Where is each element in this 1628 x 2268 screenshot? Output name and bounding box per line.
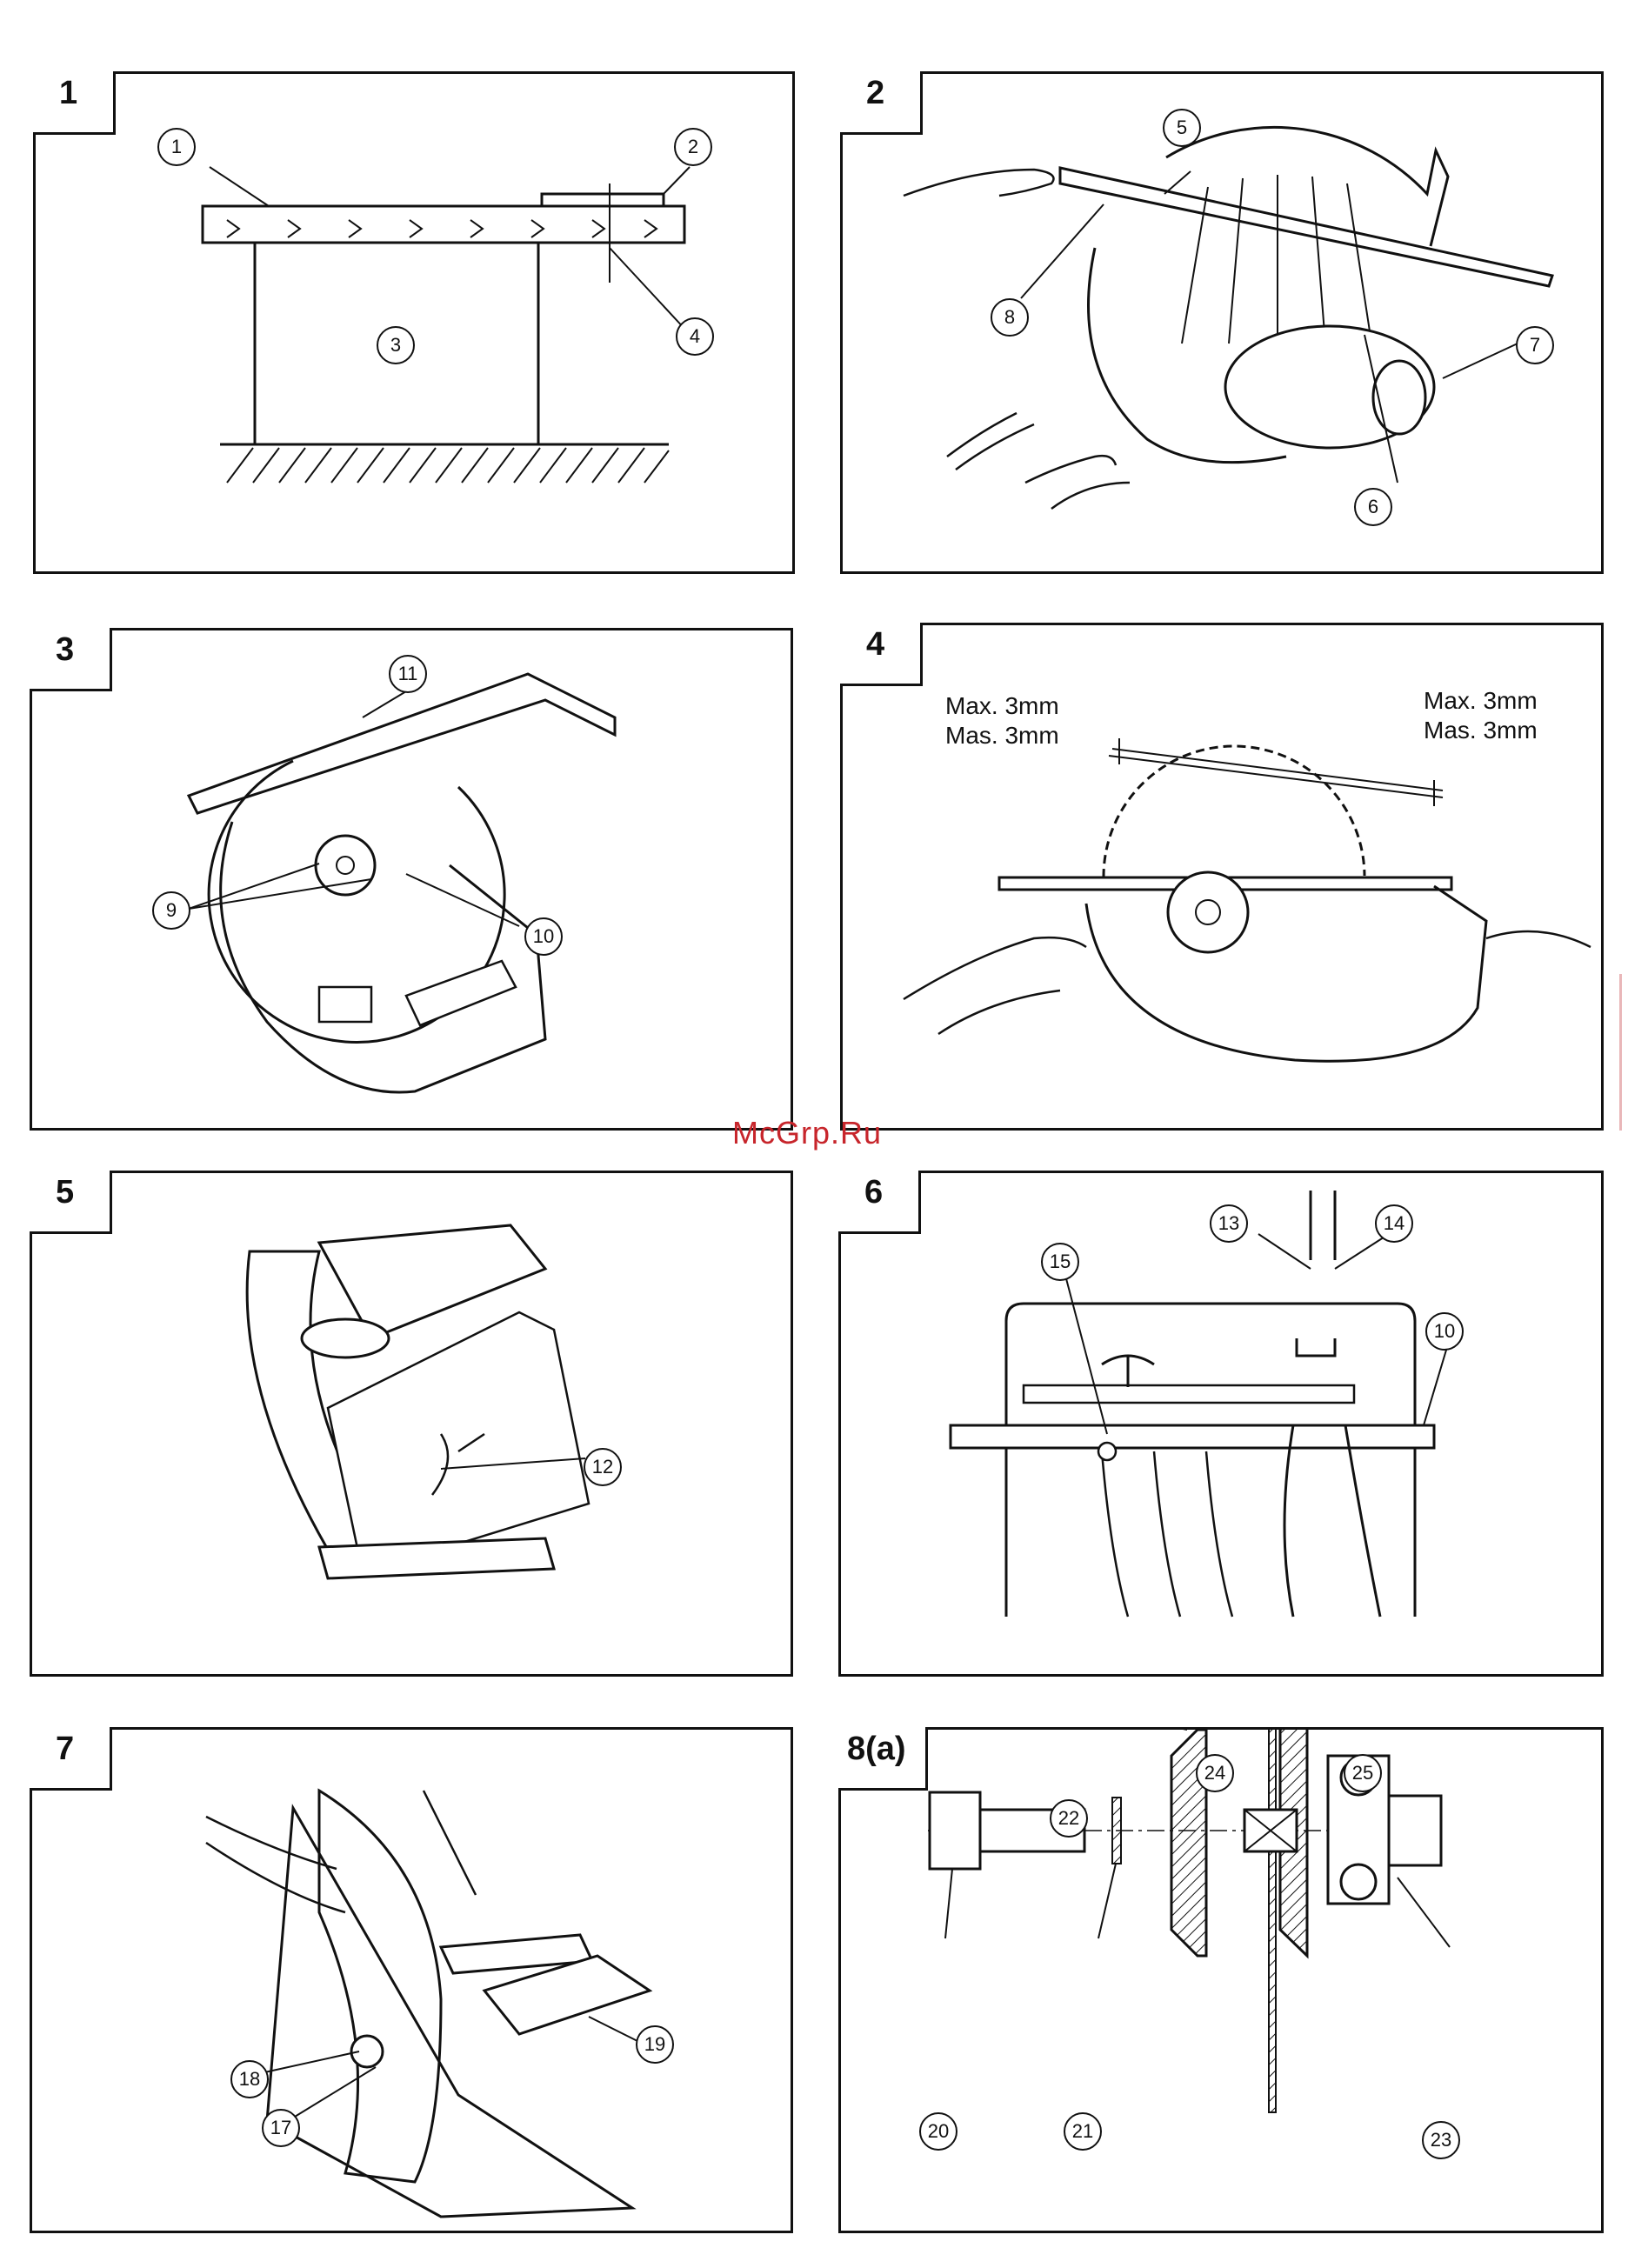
callout-13: 13 (1210, 1204, 1248, 1243)
callout-25: 25 (1344, 1754, 1382, 1792)
callout-10: 10 (1425, 1312, 1464, 1351)
callout-14: 14 (1375, 1204, 1413, 1243)
saw-assembly-illustration (843, 74, 1601, 571)
blade-change-illustration (32, 1730, 791, 2231)
callout-24: 24 (1196, 1754, 1234, 1792)
callout-4: 4 (676, 317, 714, 356)
figure-7-panel: 7 17 18 19 (30, 1727, 793, 2233)
page-edge-mark (1619, 974, 1622, 1131)
callout-2: 2 (674, 128, 712, 166)
figure-3-panel: 3 9 10 11 (30, 628, 793, 1131)
figure-5-panel: 5 12 (30, 1171, 793, 1677)
callout-19: 19 (636, 2025, 674, 2064)
callout-20: 20 (919, 2112, 957, 2151)
figure-6-panel: 6 13 14 15 10 (838, 1171, 1604, 1677)
bevel-adjust-illustration (32, 1173, 791, 1674)
callout-21: 21 (1064, 2112, 1102, 2151)
callout-8: 8 (991, 298, 1029, 337)
figure-8a-panel: 8(a) 20 21 22 23 24 25 (838, 1727, 1604, 2233)
callout-7: 7 (1516, 326, 1554, 364)
callout-22: 22 (1050, 1799, 1088, 1838)
fence-adjust-illustration (841, 1173, 1601, 1674)
callout-6: 6 (1354, 488, 1392, 526)
figure-4-panel: 4 Max. 3mm Mas. 3mm Max. 3mm Mas. 3mm (840, 623, 1604, 1131)
blade-guard-illustration (32, 630, 791, 1128)
callout-18: 18 (230, 2060, 269, 2098)
callout-3: 3 (377, 326, 415, 364)
blade-depth-illustration (843, 625, 1601, 1128)
callout-1: 1 (157, 128, 196, 166)
callout-9: 9 (152, 891, 190, 930)
callout-11: 11 (389, 655, 427, 693)
callout-23: 23 (1422, 2121, 1460, 2159)
watermark-text: McGrp.Ru (732, 1115, 882, 1151)
callout-10: 10 (524, 917, 563, 956)
callout-12: 12 (584, 1448, 622, 1486)
callout-15: 15 (1041, 1243, 1079, 1281)
blade-mount-cross-section (841, 1730, 1601, 2231)
callout-17: 17 (262, 2109, 300, 2147)
figure-1-panel: 1 1 2 3 4 (33, 71, 795, 574)
figure-2-panel: 2 5 6 7 8 (840, 71, 1604, 574)
callout-5: 5 (1163, 109, 1201, 147)
